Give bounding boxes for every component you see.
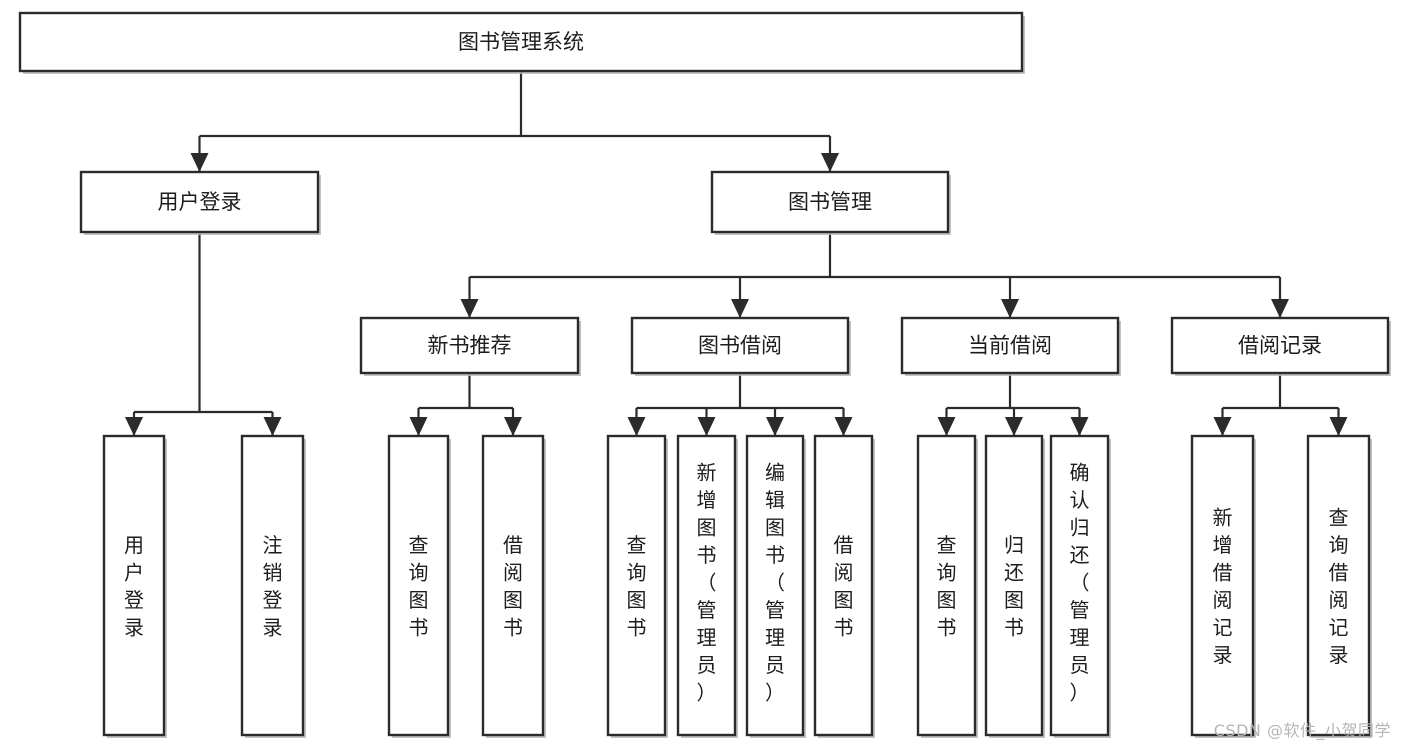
node-box[interactable]: [18, 11, 1024, 73]
node-box[interactable]: [745, 434, 805, 737]
node-box[interactable]: [676, 434, 737, 737]
node-label: 查询借阅记录: [1329, 505, 1349, 667]
node-label: 新书推荐: [428, 334, 512, 358]
node-label: 确认归还（管理员）: [1070, 460, 1090, 704]
node-new-book-rec[interactable]: 新书推荐: [359, 316, 581, 376]
node-label: 查询图书: [937, 533, 957, 640]
node-user-login[interactable]: 用户登录: [79, 170, 321, 235]
node-leaf-query-book-3[interactable]: 查询图书: [916, 434, 978, 738]
node-leaf-add-record[interactable]: 新增借阅记录: [1190, 434, 1256, 738]
node-label: 新增借阅记录: [1213, 505, 1233, 667]
node-box[interactable]: [1190, 434, 1255, 737]
node-box[interactable]: [240, 434, 305, 737]
node-label: 查询图书: [627, 533, 647, 640]
node-label: 图书管理: [788, 190, 872, 214]
node-box[interactable]: [916, 434, 977, 737]
node-book-mgmt[interactable]: 图书管理: [710, 170, 951, 235]
node-label: 用户登录: [158, 190, 242, 214]
node-box[interactable]: [1306, 434, 1371, 737]
node-leaf-borrow-book-2[interactable]: 借阅图书: [813, 434, 875, 738]
node-borrow-record[interactable]: 借阅记录: [1170, 316, 1391, 376]
node-current-borrow[interactable]: 当前借阅: [900, 316, 1121, 376]
node-layer: 图书管理系统用户登录图书管理新书推荐图书借阅当前借阅借阅记录用户登录注销登录查询…: [18, 11, 1391, 738]
node-box[interactable]: [1049, 434, 1110, 737]
node-box[interactable]: [630, 316, 850, 375]
node-box[interactable]: [387, 434, 450, 737]
node-label: 图书借阅: [698, 334, 782, 358]
node-box[interactable]: [813, 434, 874, 737]
node-leaf-query-book-1[interactable]: 查询图书: [387, 434, 451, 738]
node-leaf-user-login[interactable]: 用户登录: [102, 434, 167, 738]
node-book-borrow[interactable]: 图书借阅: [630, 316, 851, 376]
node-label: 用户登录: [124, 533, 144, 640]
node-label: 当前借阅: [968, 334, 1052, 358]
node-label: 借阅图书: [503, 533, 523, 640]
node-leaf-confirm-return[interactable]: 确认归还（管理员）: [1049, 434, 1111, 738]
node-leaf-return-book[interactable]: 归还图书: [984, 434, 1045, 738]
node-leaf-query-book-2[interactable]: 查询图书: [606, 434, 668, 738]
node-box[interactable]: [606, 434, 667, 737]
node-leaf-borrow-book-1[interactable]: 借阅图书: [481, 434, 546, 738]
node-box[interactable]: [359, 316, 580, 375]
node-root[interactable]: 图书管理系统: [18, 11, 1025, 74]
node-box[interactable]: [984, 434, 1044, 737]
node-leaf-logout[interactable]: 注销登录: [240, 434, 306, 738]
node-box[interactable]: [102, 434, 166, 737]
node-box[interactable]: [710, 170, 950, 234]
node-leaf-add-book[interactable]: 新增图书（管理员）: [676, 434, 738, 738]
node-label: 新增图书（管理员）: [697, 460, 717, 704]
node-box[interactable]: [79, 170, 320, 234]
node-label: 归还图书: [1004, 533, 1024, 640]
node-leaf-query-record[interactable]: 查询借阅记录: [1306, 434, 1372, 738]
node-label: 借阅图书: [834, 533, 854, 640]
node-label: 图书管理系统: [458, 30, 584, 54]
node-label: 编辑图书（管理员）: [765, 460, 785, 704]
node-box[interactable]: [481, 434, 545, 737]
node-label: 借阅记录: [1238, 334, 1322, 358]
node-box[interactable]: [900, 316, 1120, 375]
connector-layer: [125, 71, 1348, 436]
node-label: 注销登录: [263, 533, 283, 640]
node-leaf-edit-book[interactable]: 编辑图书（管理员）: [745, 434, 806, 738]
node-box[interactable]: [1170, 316, 1390, 375]
node-label: 查询图书: [409, 533, 429, 640]
